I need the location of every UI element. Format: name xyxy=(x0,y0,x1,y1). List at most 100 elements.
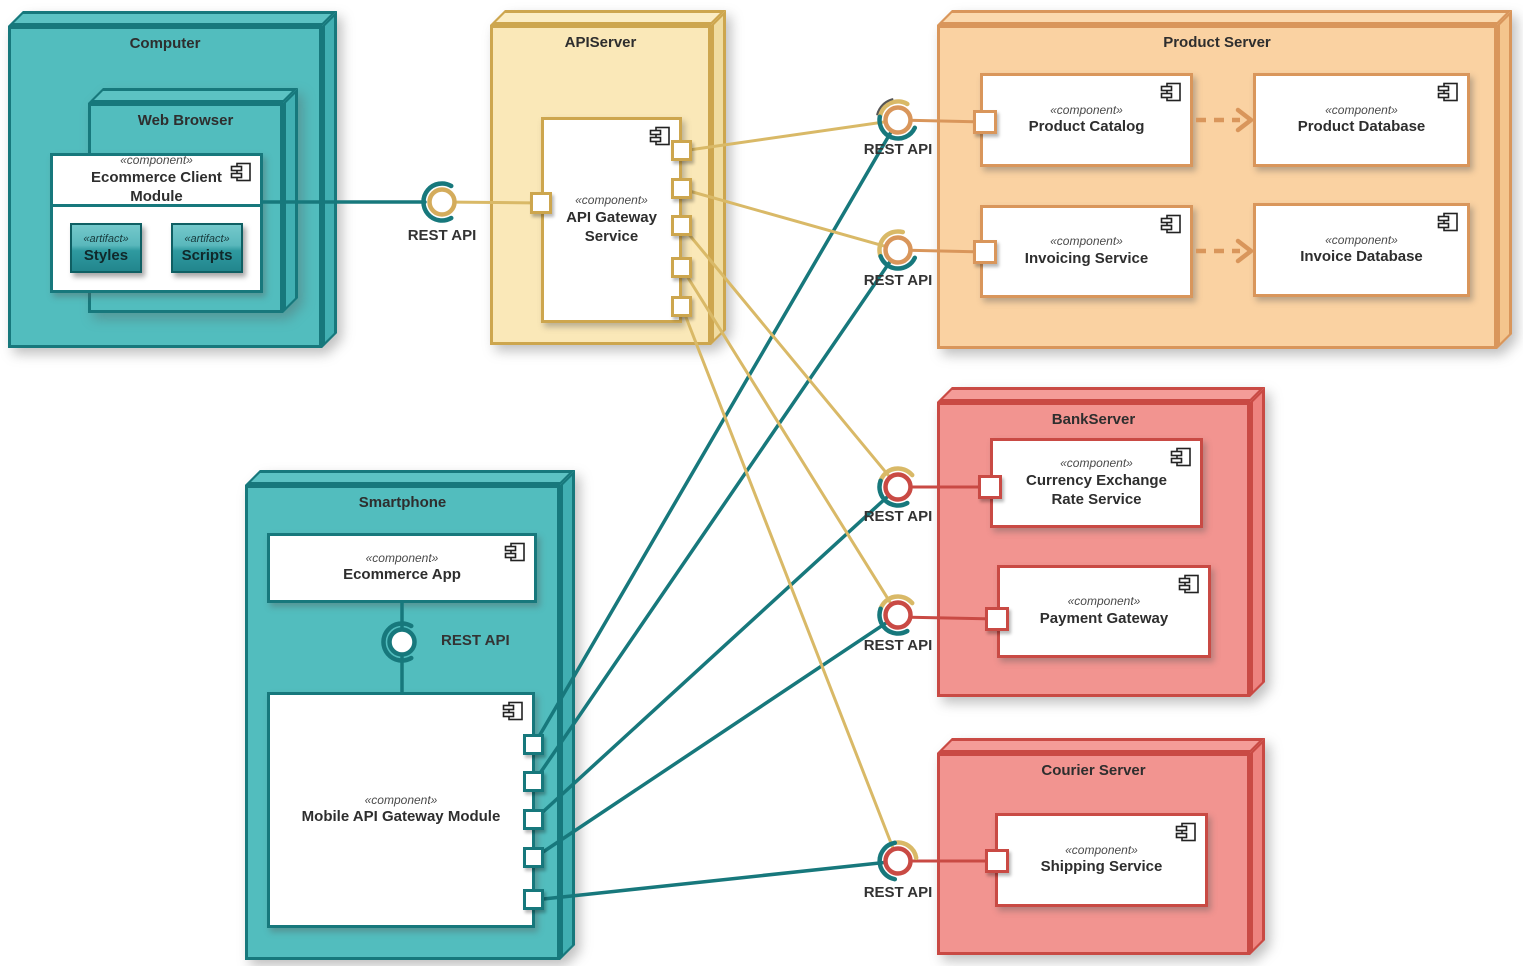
port-apigw-right-5 xyxy=(671,296,692,317)
component-icon xyxy=(1170,447,1192,472)
ball-shipping-rest-api xyxy=(883,846,913,876)
component-stereotype: «component» xyxy=(1065,842,1138,857)
component-icon xyxy=(1437,212,1459,237)
component-name: API Gateway Service xyxy=(566,209,657,245)
component-icon xyxy=(1160,82,1182,107)
port-apigw-right-4 xyxy=(671,257,692,278)
artifact-scripts: «artifact» Scripts xyxy=(171,223,243,273)
socket-payment-teal xyxy=(877,606,910,636)
artifact-styles: «artifact» Styles xyxy=(70,223,142,273)
component-mobile-api-gateway-module: «component» Mobile API Gateway Module xyxy=(267,692,535,928)
node-smartphone-right-face xyxy=(560,470,575,960)
label-rest-api-invoicing: REST API xyxy=(863,272,933,289)
socket-invoicing-yellow xyxy=(877,229,906,259)
component-icon xyxy=(1175,822,1197,847)
node-title-bank-server: BankServer xyxy=(1051,411,1136,428)
node-title-product-server: Product Server xyxy=(1163,34,1271,51)
component-invoicing-service: «component» Invoicing Service xyxy=(980,205,1193,298)
node-courier-server-right-face xyxy=(1250,738,1265,955)
port-mobile-right-2 xyxy=(523,771,544,792)
component-name: Product Catalog xyxy=(1028,118,1145,136)
node-api-server-top-face xyxy=(490,10,726,25)
component-stereotype: «component» xyxy=(1067,594,1141,609)
node-computer-top-face xyxy=(8,11,337,26)
label-rest-api-shipping: REST API xyxy=(863,884,933,901)
node-product-server-top-face xyxy=(937,10,1512,25)
node-product-server-right-face xyxy=(1497,10,1512,349)
node-web-browser-right-face xyxy=(283,88,298,313)
label-rest-api-client: REST API xyxy=(407,227,477,244)
ball-payment-rest-api xyxy=(883,600,913,630)
component-name: Ecommerce App xyxy=(343,566,461,584)
component-icon xyxy=(1178,574,1200,599)
ball-client-rest-api xyxy=(427,187,457,217)
component-name: Payment Gateway xyxy=(1039,609,1169,627)
label-rest-api-smartphone: REST API xyxy=(441,632,510,649)
port-apigw-right-1 xyxy=(671,140,692,161)
port-invoicing-service xyxy=(973,240,997,264)
component-icon xyxy=(1437,82,1459,107)
component-icon xyxy=(649,126,671,151)
component-icon xyxy=(502,701,524,726)
component-stereotype: «component» xyxy=(1060,456,1133,471)
port-product-catalog xyxy=(973,110,997,134)
component-ecommerce-client-module: «component» Ecommerce Client Module «art… xyxy=(50,153,263,293)
artifact-name: Styles xyxy=(83,246,129,264)
node-courier-server-top-face xyxy=(937,738,1265,753)
component-payment-gateway: «component» Payment Gateway xyxy=(997,565,1211,658)
node-title-computer: Computer xyxy=(129,35,201,52)
component-icon xyxy=(230,162,252,187)
component-header: «component» Ecommerce Client Module xyxy=(53,153,260,207)
node-bank-server-top-face xyxy=(937,387,1265,402)
socket-product-yellow xyxy=(877,99,910,120)
connector-mobile-to-shipping-rest xyxy=(532,859,900,902)
component-api-gateway-service: «component» API Gateway Service xyxy=(541,117,682,323)
ball-product-rest-api xyxy=(883,105,913,135)
component-product-database: «component» Product Database xyxy=(1253,73,1470,167)
socket-shipping-teal xyxy=(877,840,898,882)
socket-product-teal xyxy=(877,114,918,141)
socket-client-rest xyxy=(421,181,454,223)
socket-currency-yellow xyxy=(878,466,915,483)
node-title-smartphone: Smartphone xyxy=(358,494,447,511)
port-mobile-right-1 xyxy=(523,734,544,755)
component-stereotype: «component» xyxy=(120,153,193,168)
node-web-browser-top-face xyxy=(88,88,298,103)
port-mobile-right-5 xyxy=(523,889,544,910)
port-apigw-left xyxy=(530,192,552,214)
component-currency-exchange-rate-service: «component» Currency Exchange Rate Servi… xyxy=(990,438,1203,528)
node-title-api-server: APIServer xyxy=(564,34,637,51)
component-icon xyxy=(504,542,526,567)
port-currency-service xyxy=(978,475,1002,499)
port-mobile-right-3 xyxy=(523,809,544,830)
component-name: Currency Exchange Rate Service xyxy=(1026,472,1167,508)
component-name: Invoice Database xyxy=(1300,248,1423,266)
component-invoice-database: «component» Invoice Database xyxy=(1253,203,1470,297)
connector-mobile-to-currency-rest xyxy=(532,485,900,822)
node-computer-right-face xyxy=(322,11,337,348)
component-stereotype: «component» xyxy=(575,193,648,208)
socket-product-shadow xyxy=(876,98,894,116)
artifact-stereotype: «artifact» xyxy=(83,233,129,246)
label-rest-api-payment: REST API xyxy=(863,637,933,654)
component-stereotype: «component» xyxy=(1325,102,1398,117)
component-icon xyxy=(1160,214,1182,239)
node-smartphone-top-face xyxy=(245,470,575,485)
component-stereotype: «component» xyxy=(365,550,439,565)
port-apigw-right-3 xyxy=(671,215,692,236)
component-stereotype: «component» xyxy=(364,792,438,807)
component-name: Ecommerce Client Module xyxy=(91,169,222,205)
ball-currency-rest-api xyxy=(883,472,913,502)
port-shipping-service xyxy=(985,849,1009,873)
node-title-web-browser: Web Browser xyxy=(137,112,234,129)
port-apigw-right-2 xyxy=(671,178,692,199)
connector-mobile-to-payment-rest xyxy=(532,613,900,860)
ball-invoicing-rest-api xyxy=(883,235,913,265)
component-product-catalog: «component» Product Catalog xyxy=(980,73,1193,167)
artifact-stereotype: «artifact» xyxy=(184,233,230,246)
component-shipping-service: «component» Shipping Service xyxy=(995,813,1208,907)
socket-shipping-yellow xyxy=(892,840,919,861)
port-mobile-right-4 xyxy=(523,847,544,868)
node-api-server-right-face xyxy=(711,10,726,345)
